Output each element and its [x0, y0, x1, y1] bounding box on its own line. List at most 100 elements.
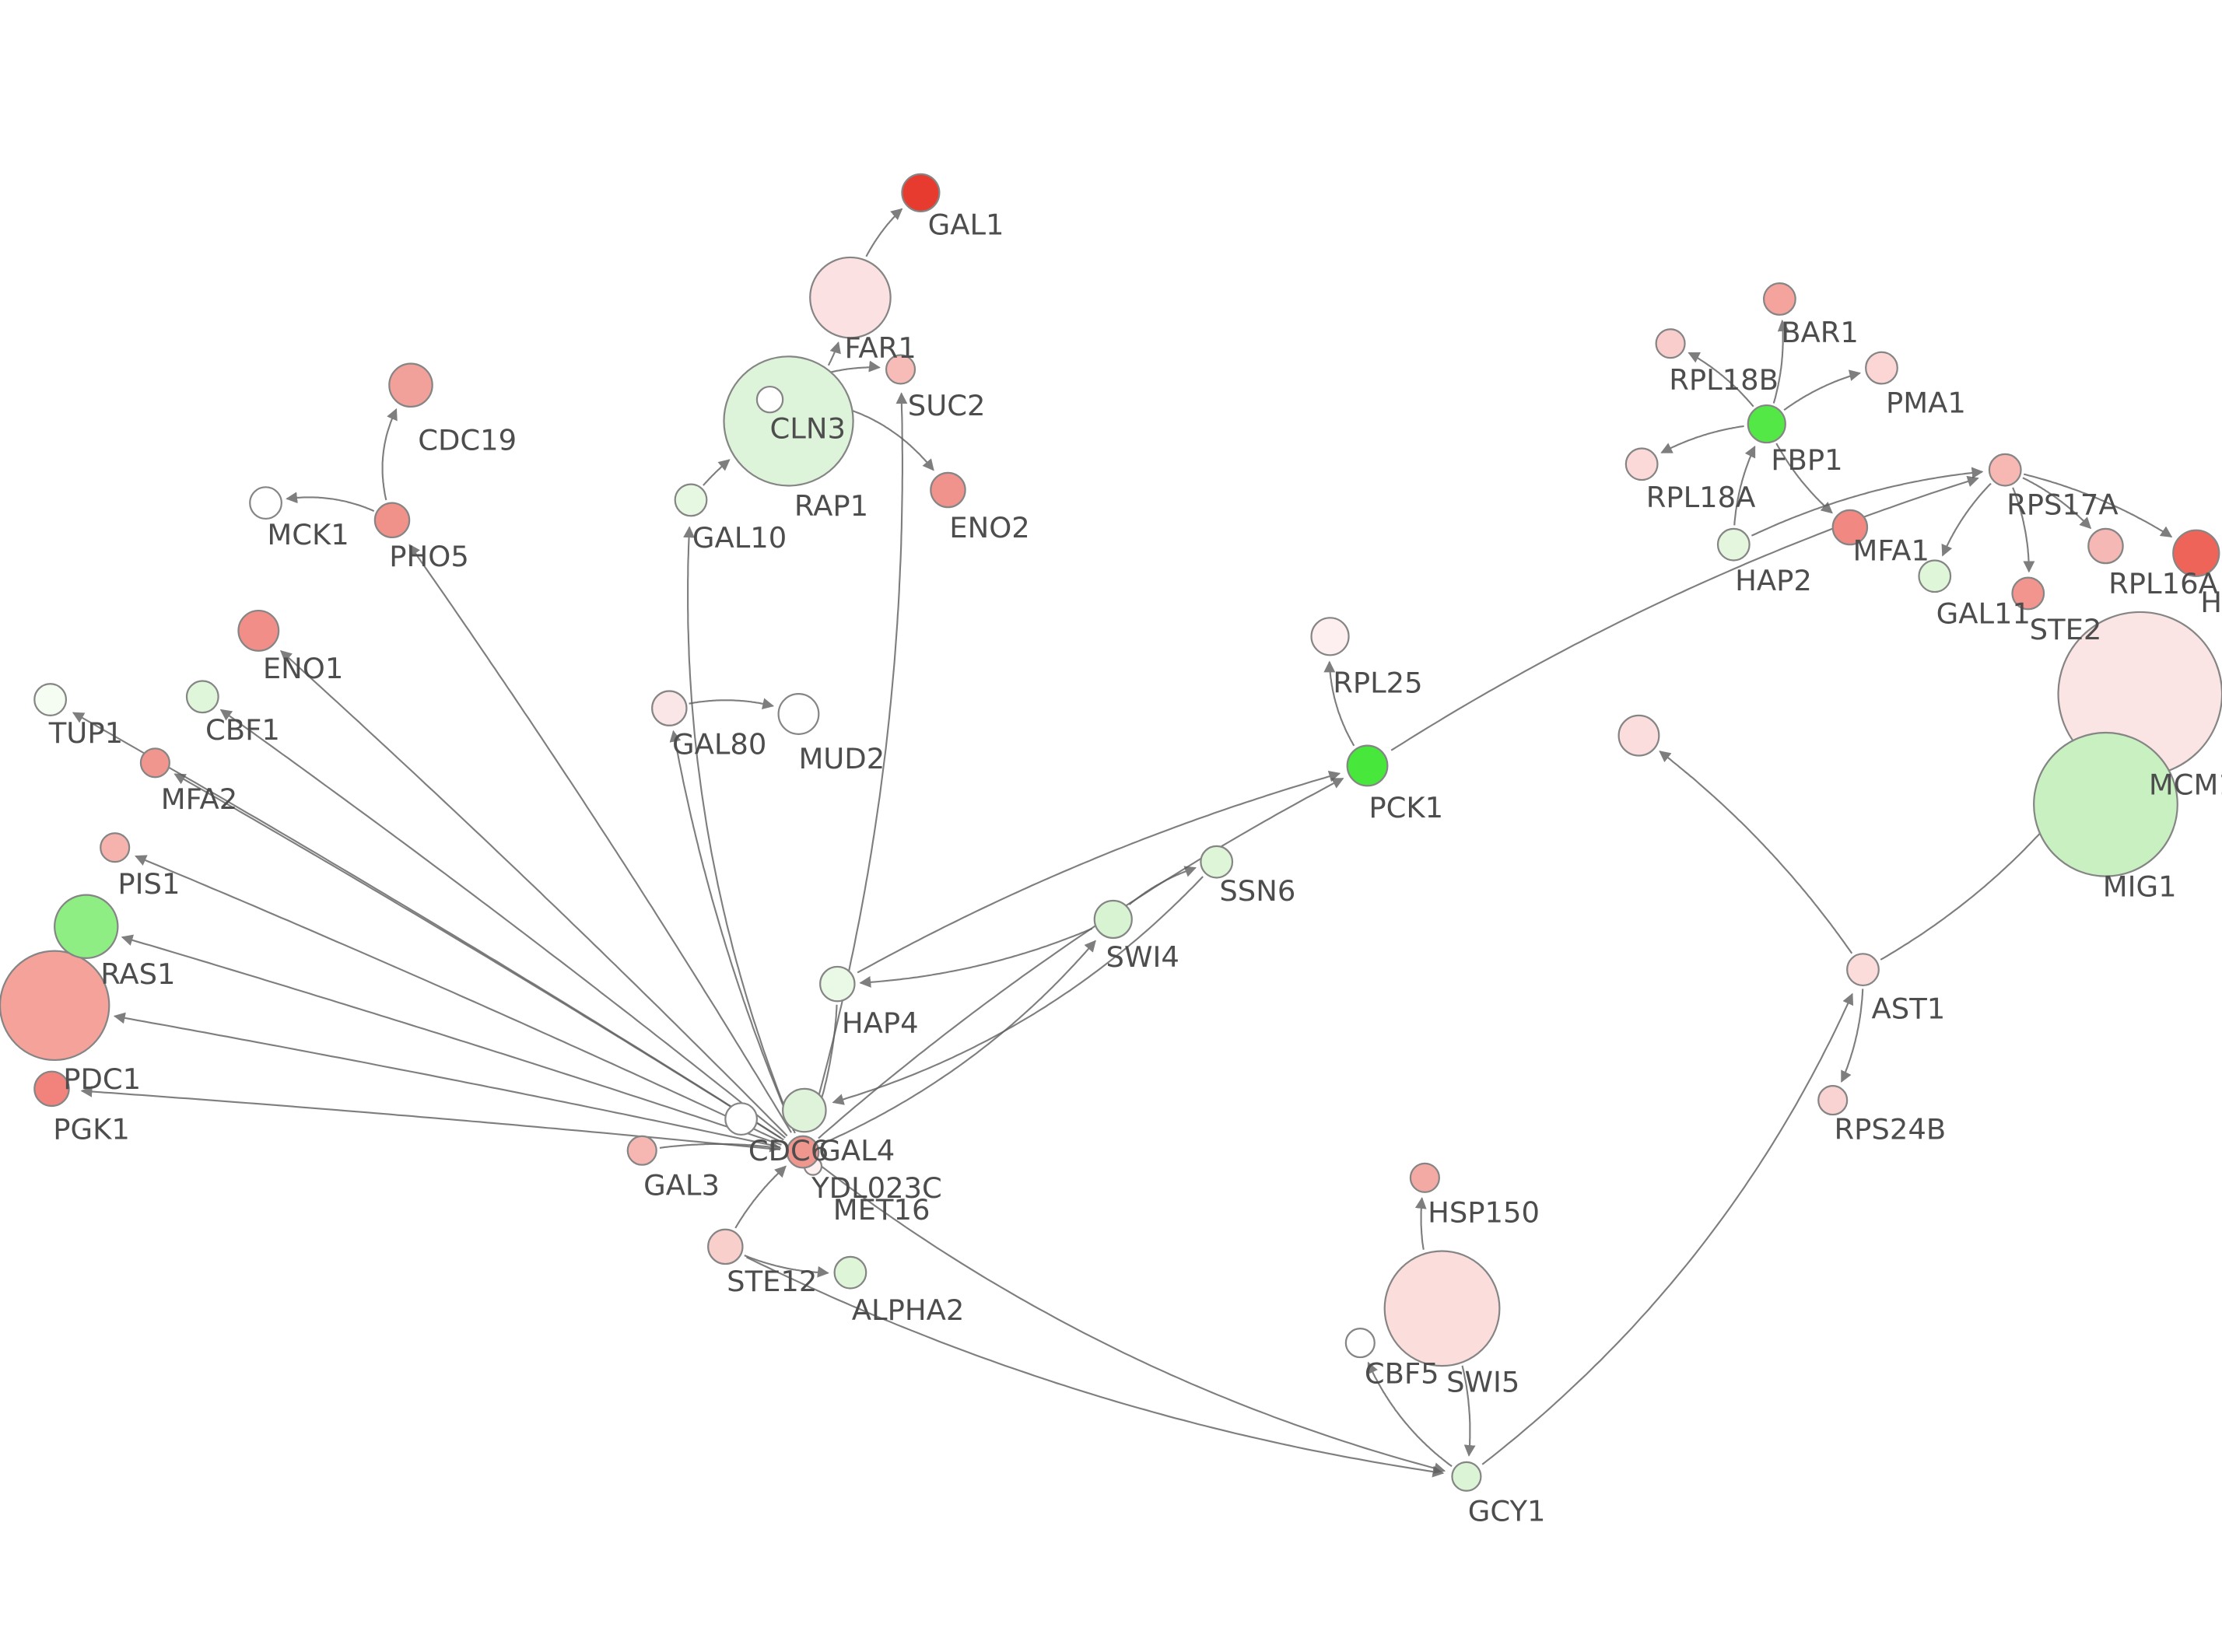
edge-RPS17A-HIS4[interactable] [2024, 473, 2173, 538]
node-CBF1[interactable] [185, 680, 219, 714]
edge-GAL4-ENO1[interactable] [280, 649, 788, 1137]
node-GCY1[interactable] [1451, 1461, 1482, 1492]
node-PMA1[interactable] [1865, 351, 1898, 385]
node-PDC1[interactable] [0, 950, 110, 1062]
edge-AST1-node1[interactable] [1659, 751, 1853, 954]
edge-STE12-GAL4[interactable] [734, 1165, 787, 1229]
node-GAL10[interactable] [674, 483, 708, 517]
node-GAL4[interactable] [786, 1135, 820, 1169]
node-SUC2[interactable] [885, 354, 916, 385]
edge-GAL4-MFA2[interactable] [173, 773, 784, 1141]
node-MCK1[interactable] [249, 486, 282, 520]
node-CBF5[interactable] [1344, 1328, 1376, 1359]
edge-RPS17A-RPL16A[interactable] [2022, 477, 2092, 530]
node-ENO2[interactable] [930, 471, 966, 509]
node-FAR1[interactable] [809, 256, 892, 339]
edge-FBP1-RPL18A[interactable] [1660, 425, 1744, 453]
edge-RPS17A-STE2[interactable] [2012, 487, 2035, 573]
node-FBP1[interactable] [1747, 404, 1786, 444]
node-RPS24B[interactable] [1817, 1085, 1849, 1116]
node-CDC19[interactable] [388, 362, 433, 408]
edge-FBP1-BAR1[interactable] [1772, 319, 1789, 404]
edge-PHO5-CDC19[interactable] [381, 408, 398, 501]
node-GAL80[interactable] [651, 690, 688, 726]
node-PHO5[interactable] [373, 502, 411, 539]
edge-GAL3-GAL4[interactable] [659, 1140, 782, 1153]
node-MIG1[interactable] [2033, 731, 2178, 877]
edge-CLN3-FAR1[interactable] [827, 341, 841, 366]
node-label-AST1: AST1 [1872, 992, 1946, 1025]
edge-GAL4-GCY1[interactable] [820, 1165, 1446, 1474]
node-CDC6[interactable] [724, 1102, 759, 1136]
edge-GAL4-PHO5[interactable] [408, 544, 792, 1133]
edge-STE12-ALPHA2[interactable] [744, 1255, 829, 1278]
node-RAP1[interactable] [755, 385, 784, 414]
node-PIS1[interactable] [100, 832, 131, 863]
node-SSN6[interactable] [1200, 845, 1234, 879]
edge-GAL4-GAL80[interactable] [669, 730, 794, 1131]
node-HIS4[interactable] [2172, 529, 2220, 577]
node-PGK1[interactable] [33, 1070, 70, 1108]
edge-SWI4-HAP4[interactable] [859, 928, 1093, 988]
edge-GCY1-AST1[interactable] [1481, 992, 1854, 1465]
node-AST1[interactable] [1846, 953, 1880, 987]
edge-AST1-RPS24B[interactable] [1841, 989, 1864, 1083]
node-GAL1[interactable] [901, 173, 941, 212]
node-BAR1[interactable] [1762, 282, 1796, 316]
edge-GAL4-RAS1[interactable] [121, 934, 782, 1146]
node-STE2[interactable] [2011, 576, 2045, 611]
edge-GAL10-CLN3[interactable] [703, 459, 731, 486]
edge-STE12-GCY1[interactable] [745, 1256, 1445, 1478]
edge-SWI5-GCY1[interactable] [1461, 1365, 1476, 1457]
edge-FBP1-PMA1[interactable] [1783, 369, 1862, 411]
edge-PCK1-RPL25[interactable] [1323, 660, 1355, 747]
node-ENO1[interactable] [237, 609, 280, 652]
edge-GAL4-PGK1[interactable] [80, 1085, 781, 1151]
node-RPS17A[interactable] [1988, 453, 2022, 487]
node-HSP150[interactable] [1409, 1162, 1440, 1193]
edge-PHO5-MCK1[interactable] [286, 492, 375, 513]
node-HAP4[interactable] [819, 965, 856, 1003]
edge-FBP1-MFA1[interactable] [1775, 443, 1833, 514]
node-PCK1[interactable] [1346, 744, 1389, 787]
edge-SWI4-SSN6[interactable] [1128, 866, 1197, 905]
node-STE12[interactable] [707, 1228, 744, 1265]
edge-PCK1-RPS17A[interactable] [1390, 475, 1979, 751]
edge-SWI5-HSP150[interactable] [1414, 1197, 1427, 1250]
edge-GAL4-SUC2[interactable] [808, 392, 908, 1129]
edge-HAP4-PCK1[interactable] [857, 771, 1341, 974]
edge-HAP2-FBP1[interactable] [1733, 445, 1756, 526]
node-GAL11[interactable] [1918, 559, 1952, 593]
node-node1[interactable] [1617, 714, 1660, 757]
node-RPL25[interactable] [1310, 617, 1350, 656]
edge-HAP2-RPS17A[interactable] [1751, 467, 1984, 537]
node-HAP2[interactable] [1716, 527, 1751, 562]
edge-RPS17A-GAL11[interactable] [1941, 482, 1992, 557]
edge-SSN6-YDL023C[interactable] [832, 876, 1204, 1105]
edge-GAL4-PIS1[interactable] [135, 855, 783, 1143]
node-MFA1[interactable] [1831, 509, 1869, 546]
node-MFA2[interactable] [139, 747, 170, 779]
node-RPL18B[interactable] [1655, 328, 1686, 359]
node-CLN3[interactable] [723, 355, 854, 487]
node-MUD2[interactable] [777, 693, 820, 735]
node-TUP1[interactable] [33, 683, 68, 716]
node-GAL3[interactable] [626, 1135, 657, 1166]
node-RAS1[interactable] [54, 894, 119, 959]
edge-GAL4-PCK1[interactable] [818, 777, 1344, 1139]
node-YDL023C[interactable] [782, 1087, 827, 1133]
edge-GAL4-CBF1[interactable] [219, 709, 786, 1139]
edge-FBP1-RPL18B[interactable] [1688, 352, 1754, 408]
edge-GAL4-PDC1[interactable] [113, 1012, 781, 1149]
edge-GAL4-SWI4[interactable] [821, 940, 1096, 1146]
node-RPL16A[interactable] [2087, 527, 2124, 565]
node-ALPHA2[interactable] [833, 1255, 867, 1290]
node-SWI4[interactable] [1093, 899, 1133, 940]
edge-GCY1-CBF5[interactable] [1367, 1361, 1453, 1468]
edge-GAL80-MUD2[interactable] [689, 698, 775, 710]
node-RPL18A[interactable] [1624, 447, 1659, 481]
edges-layer [72, 208, 2173, 1478]
edge-GAL4-GAL10[interactable] [683, 526, 796, 1134]
node-SWI5[interactable] [1383, 1250, 1501, 1367]
edge-FAR1-GAL1[interactable] [865, 208, 903, 257]
